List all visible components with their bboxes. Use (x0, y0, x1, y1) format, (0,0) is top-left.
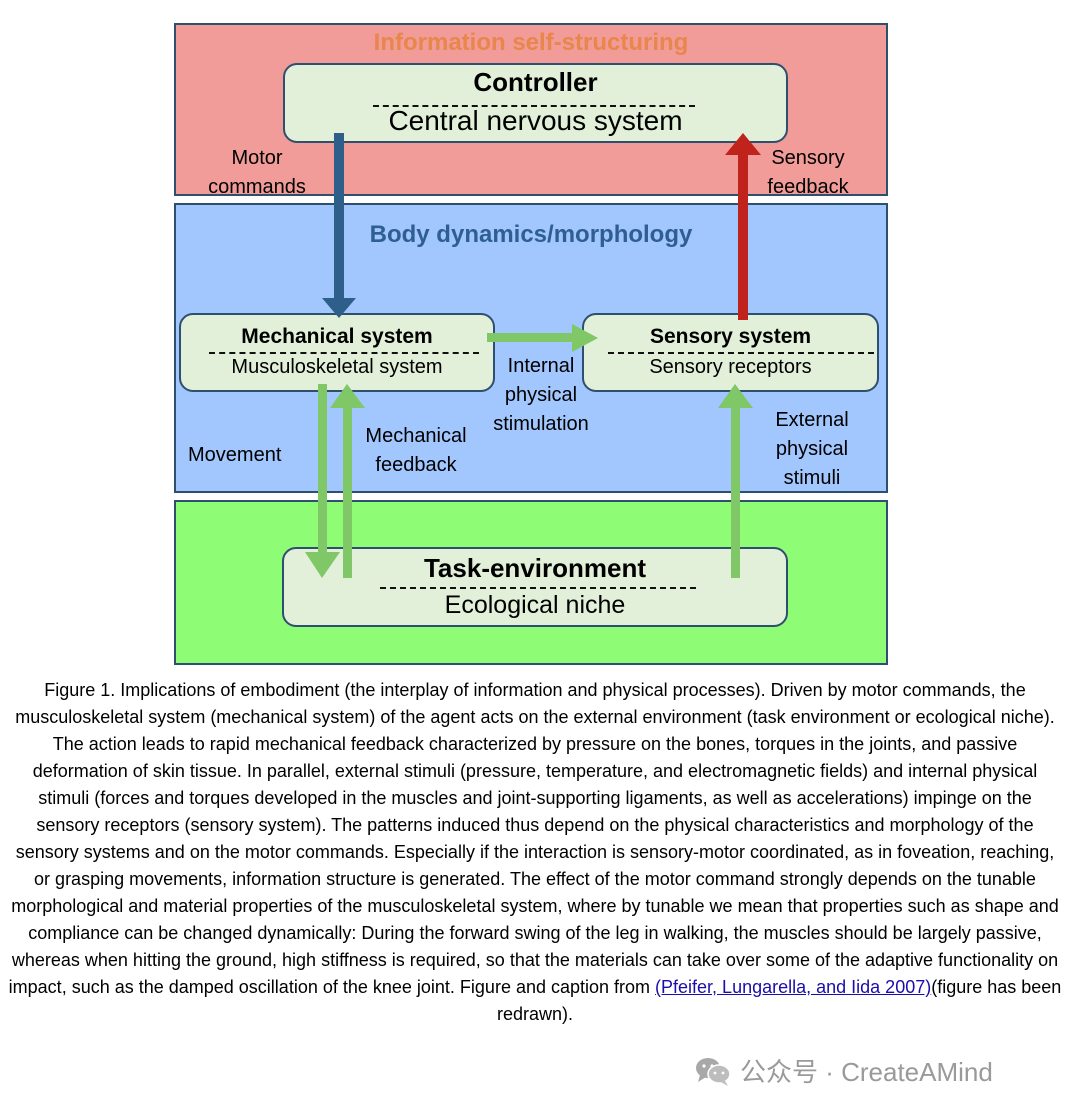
label-motor-line-1: Motor (231, 147, 283, 169)
label-movement: Movement (188, 444, 282, 466)
mechanical-system-divider (209, 352, 479, 354)
movement-arrow-head (305, 552, 340, 578)
label-external-line-1: External (775, 409, 849, 431)
internal-arrow-head (572, 324, 598, 352)
external-arrow-head (718, 384, 753, 408)
label-sensory-feedback-line-1: Sensory (771, 147, 845, 169)
movement-arrow-shaft (318, 384, 327, 554)
sensory-system-divider (608, 352, 874, 354)
movement-arrow (305, 384, 340, 578)
mechanical-feedback-arrow-head (330, 384, 365, 408)
caption-text-end: (figure has been redrawn). (496, 977, 1062, 1024)
label-internal-line-1: Internal (507, 355, 575, 377)
wechat-icon (696, 1057, 731, 1086)
label-internal-physical-stimulation: Internal physical stimulation (478, 352, 604, 439)
figure-caption: Figure 1. Implications of embodiment (th… (6, 677, 1064, 1028)
internal-arrow-shaft (487, 333, 575, 342)
sensory-system-title: Sensory system (649, 325, 812, 348)
external-stimuli-arrow (718, 384, 753, 578)
mechanical-feedback-arrow-shaft (343, 405, 352, 578)
label-sensory-feedback: Sensory feedback (752, 144, 864, 202)
task-environment-title: Task-environment (423, 553, 646, 583)
task-environment-divider (380, 587, 696, 589)
watermark-text: 公众号 · CreateAMind (740, 1057, 993, 1087)
motor-arrow-shaft (334, 133, 344, 303)
sensory-feedback-arrow (725, 133, 761, 320)
sensory-arrow-shaft (738, 150, 748, 320)
motor-commands-arrow (322, 133, 356, 318)
external-arrow-shaft (731, 405, 740, 578)
label-motor-line-2: commands (208, 176, 306, 198)
watermark: 公众号 · CreateAMind (694, 1052, 993, 1089)
task-environment-subtitle: Ecological niche (444, 591, 626, 619)
label-sensory-feedback-line-2: feedback (767, 176, 849, 198)
label-internal-line-3: stimulation (493, 413, 589, 435)
sensory-system-box: Sensory system Sensory receptors (582, 313, 879, 392)
citation-link[interactable]: (Pfeifer, Lungarella, and Iida 2007) (655, 977, 932, 997)
label-external-line-2: physical (775, 438, 849, 460)
label-mechanical-feedback-line-1: Mechanical (365, 425, 467, 447)
label-mechanical-feedback-line-2: feedback (375, 454, 457, 476)
mechanical-system-title: Mechanical system (241, 325, 433, 348)
arrows-layer (305, 133, 761, 578)
label-external-physical-stimuli: External physical stimuli (766, 406, 858, 493)
sensory-arrow-head (725, 133, 761, 155)
label-mechanical-feedback: Mechanical feedback (354, 422, 478, 480)
layer-title-body-dynamics: Body dynamics/morphology (369, 221, 693, 248)
label-internal-line-2: physical (504, 384, 578, 406)
mechanical-feedback-arrow (330, 384, 365, 578)
motor-arrow-head (322, 298, 356, 318)
controller-divider (373, 105, 695, 107)
label-motor-commands: Motor commands (196, 144, 318, 202)
mechanical-system-subtitle: Musculoskeletal system (231, 356, 443, 378)
layer-title-information: Information self-structuring (373, 29, 689, 56)
controller-title: Controller (473, 67, 598, 97)
controller-box: Controller Central nervous system (283, 63, 788, 143)
label-external-line-3: stimuli (783, 467, 841, 489)
internal-stimulation-arrow (487, 324, 598, 352)
task-environment-box: Task-environment Ecological niche (282, 547, 788, 627)
sensory-system-subtitle: Sensory receptors (649, 356, 812, 378)
mechanical-system-box: Mechanical system Musculoskeletal system (179, 313, 495, 392)
controller-subtitle: Central nervous system (388, 105, 683, 136)
caption-text: Figure 1. Implications of embodiment (th… (8, 680, 1059, 997)
